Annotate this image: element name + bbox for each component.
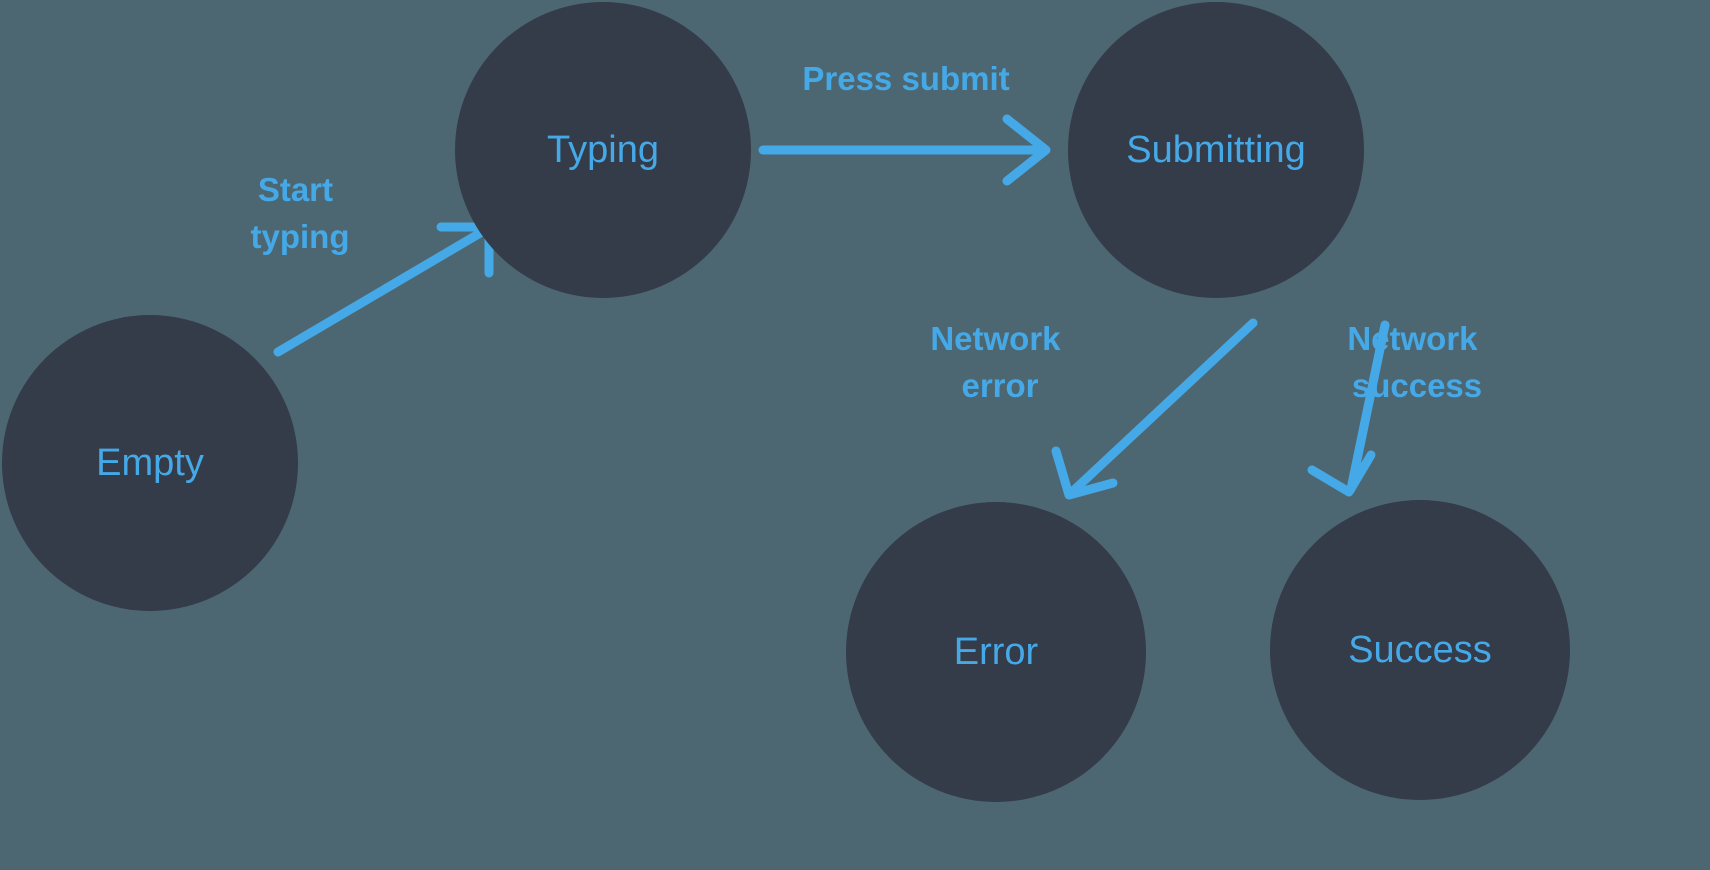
edges-layer: Start typing Press submit Network error xyxy=(251,60,1486,500)
edge-line xyxy=(1346,320,1390,494)
edge-submitting-to-success: Network success xyxy=(1307,320,1486,497)
edge-label-line: Start xyxy=(258,171,333,208)
node-circle[interactable] xyxy=(2,315,298,611)
state-node-success[interactable]: Success xyxy=(1270,500,1570,800)
arrowhead-icon xyxy=(1002,114,1051,186)
node-circle[interactable] xyxy=(1068,2,1364,298)
node-label: Success xyxy=(1348,629,1492,671)
nodes-layer: Empty Typing Submitting Error Success xyxy=(2,2,1570,802)
node-label: Submitting xyxy=(1126,129,1306,171)
state-node-error[interactable]: Error xyxy=(846,502,1146,802)
edge-label-line: success xyxy=(1352,367,1482,404)
node-label: Error xyxy=(954,631,1039,673)
node-circle[interactable] xyxy=(1270,500,1570,800)
edge-label-start-typing: Start typing xyxy=(251,171,350,255)
edge-label-network-success: Network success xyxy=(1347,320,1486,404)
node-circle[interactable] xyxy=(846,502,1146,802)
edge-label-line: Network xyxy=(1347,320,1478,357)
node-circle[interactable] xyxy=(455,2,751,298)
edge-label-line: Press submit xyxy=(802,60,1009,97)
node-label: Typing xyxy=(547,129,659,171)
arrowhead-icon xyxy=(1307,450,1376,497)
arrowhead-icon xyxy=(1051,446,1118,500)
edge-label-line: Network xyxy=(930,320,1061,357)
edge-empty-to-typing: Start typing xyxy=(251,171,494,357)
edge-label-network-error: Network error xyxy=(930,320,1069,404)
edge-label-press-submit: Press submit xyxy=(802,60,1009,97)
state-node-submitting[interactable]: Submitting xyxy=(1068,2,1364,298)
state-node-typing[interactable]: Typing xyxy=(455,2,751,298)
edge-line xyxy=(273,224,492,357)
edge-typing-to-submitting: Press submit xyxy=(758,60,1051,186)
state-node-empty[interactable]: Empty xyxy=(2,315,298,611)
node-label: Empty xyxy=(96,442,204,484)
edge-label-line: typing xyxy=(251,218,350,255)
edge-line xyxy=(1067,318,1258,497)
edge-submitting-to-error: Network error xyxy=(930,318,1258,500)
edge-label-line: error xyxy=(961,367,1038,404)
